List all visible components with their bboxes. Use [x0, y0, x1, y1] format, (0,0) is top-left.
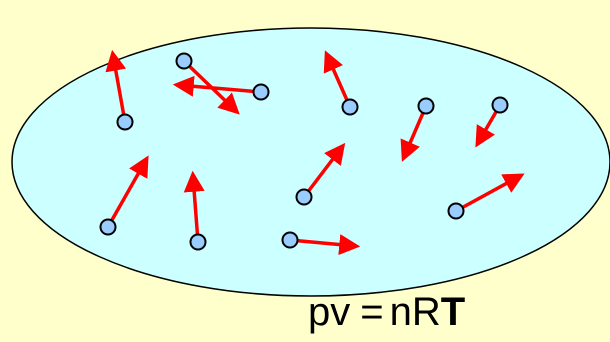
velocity-arrow-7 [106, 155, 149, 228]
velocity-arrow-11 [289, 234, 361, 256]
gas-molecule-icon-6 [491, 96, 509, 114]
container-ellipse [11, 27, 610, 297]
velocity-arrow-4 [323, 50, 352, 108]
gas-molecule-icon-8 [189, 233, 207, 251]
velocity-arrow-8 [183, 170, 205, 243]
formula-lhs: pv [308, 290, 351, 334]
gas-molecule-icon-2 [175, 52, 193, 70]
gas-molecule-icon-5 [417, 97, 435, 115]
gas-molecule-icon-4 [341, 98, 359, 116]
formula-rhs-temperature: T [440, 290, 466, 334]
gas-molecules [99, 52, 509, 251]
gas-molecule-icon-7 [99, 218, 117, 236]
gas-molecule-icon-1 [116, 113, 134, 131]
gas-molecule-icon-11 [281, 231, 299, 249]
velocity-arrow-5 [400, 105, 428, 162]
formula-equals: = [360, 290, 384, 334]
gas-molecule-icon-10 [447, 202, 465, 220]
formula-rhs-prefix: nR [389, 290, 441, 334]
gas-molecule-icon-3 [252, 83, 270, 101]
velocity-arrow-1 [105, 49, 127, 123]
gas-molecule-icon-9 [295, 188, 313, 206]
ideal-gas-law-formula: pv=nRT [308, 288, 465, 336]
velocity-arrow-3 [172, 75, 262, 97]
velocity-arrow-10 [455, 173, 525, 213]
velocity-arrow-9 [302, 142, 346, 199]
